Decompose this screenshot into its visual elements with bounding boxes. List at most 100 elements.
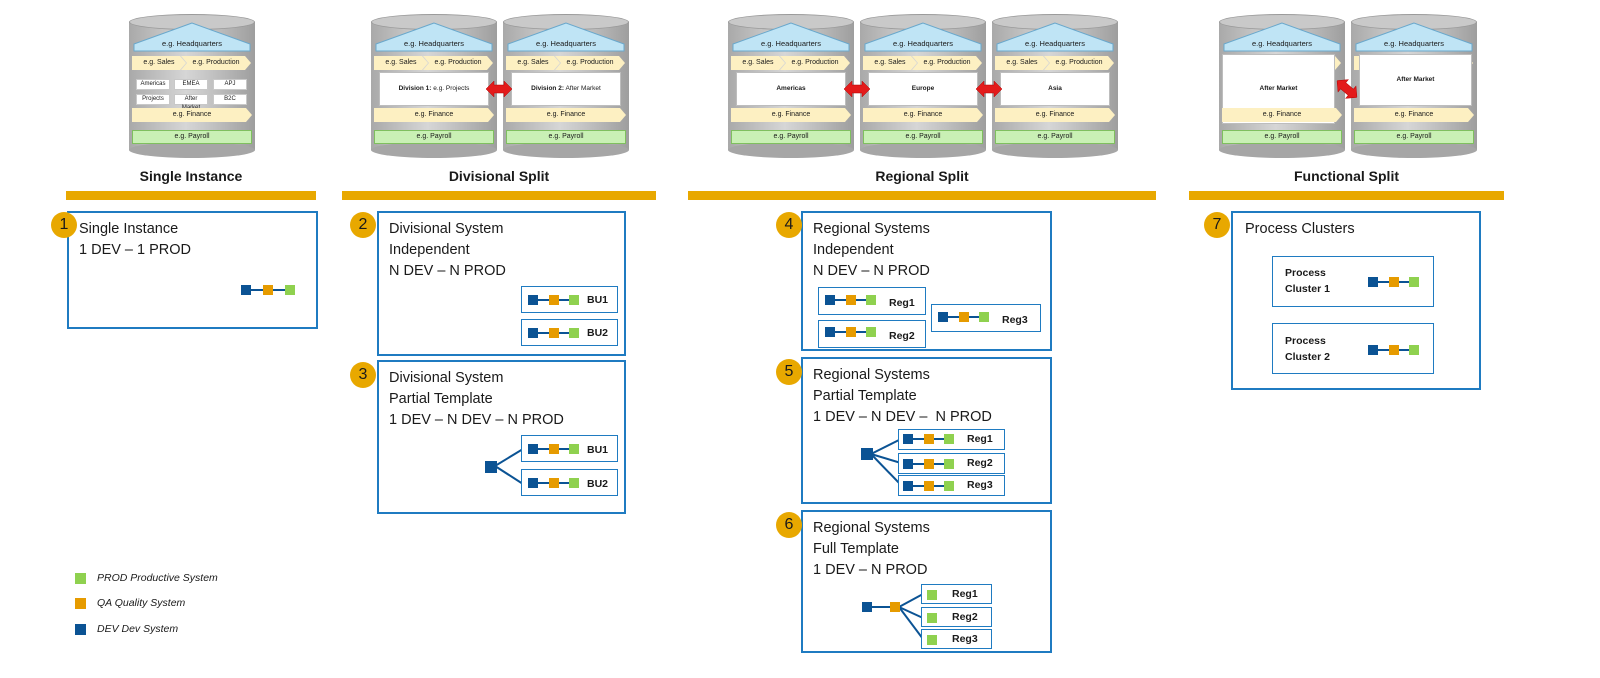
system-label: Reg2 [889,330,915,342]
template-branch-lines [494,448,524,485]
system-label: Reg1 [889,297,915,309]
template-dev-square [485,461,497,473]
system-label: BU1 [587,294,609,306]
option-title: Regional Systems Partial Template 1 DEV … [813,367,992,425]
double-arrow-icon [1336,79,1358,99]
finance-chevron: e.g. Finance [863,108,983,122]
dev-system-square [241,285,251,295]
sales-chevron: e.g. Sales [374,56,428,70]
system-label: Reg2 [967,457,993,469]
headquarters-roof: e.g. Headquarters [731,22,851,52]
badge-7: 7 [1204,212,1230,238]
cylinder-region-2: e.g. Headquarters e.g. Sales e.g. Produc… [860,14,986,158]
divider-bar-single [66,191,316,200]
header-regional-split: Regional Split [875,168,969,184]
payroll-bar: e.g. Payroll [731,130,851,144]
option-box-6: Regional Systems Full Template 1 DEV – N… [801,510,1052,653]
option-title: Divisional System Partial Template 1 DEV… [389,370,564,428]
system-bu2: BU2 [521,469,618,496]
system-bu2: BU2 [521,319,618,346]
headquarters-roof: e.g. Headquarters [995,22,1115,52]
legend-qa-label: QA Quality System [97,597,186,609]
double-arrow-icon [486,80,512,98]
system-reg1: Reg1 [898,429,1005,450]
payroll-bar: e.g. Payroll [995,130,1115,144]
system-label: Reg3 [1002,314,1028,326]
process-cluster-2: Process Cluster 2 [1272,323,1434,374]
transport-chain [241,285,295,295]
system-label: BU2 [587,327,609,339]
badge-2: 2 [350,212,376,238]
headquarters-label: e.g. Headquarters [161,39,223,48]
legend-dev-label: DEV Dev System [97,623,179,635]
sales-chevron: e.g. Sales [863,56,917,70]
finance-chevron: e.g. Finance [1354,108,1474,122]
header-divisional-split: Divisional Split [448,168,550,184]
system-bu1: BU1 [521,286,618,313]
template-dev-square [861,448,873,460]
payroll-bar: e.g. Payroll [1354,130,1474,144]
headquarters-label: e.g. Headquarters [1383,39,1445,48]
double-arrow-icon [844,80,870,98]
system-label: Reg1 [952,588,978,600]
option-title: Process Clusters [1245,221,1355,237]
cylinder-region-1: e.g. Headquarters e.g. Sales e.g. Produc… [728,14,854,158]
production-chevron: e.g. Production [555,56,625,70]
option-title: Regional Systems Independent N DEV – N P… [813,221,930,279]
cylinder-division-2: e.g. Headquarters e.g. Sales e.g. Produc… [503,14,629,158]
headquarters-roof: e.g. Headquarters [1354,22,1474,52]
option-box-1: Single Instance 1 DEV – 1 PROD [67,211,318,329]
system-reg2: Reg2 [898,453,1005,474]
production-chevron: e.g. Production [181,56,251,70]
option-box-3: Divisional System Partial Template 1 DEV… [377,360,626,514]
headquarters-roof: e.g. Headquarters [132,22,252,52]
system-label: Reg3 [967,479,993,491]
cylinder-functional-1: e.g. Headquarters e.g. Sales e.g. Produc… [1219,14,1345,158]
option-title: Divisional System Independent N DEV – N … [389,221,506,279]
payroll-bar: e.g. Payroll [863,130,983,144]
finance-chevron: e.g. Finance [1222,108,1342,122]
badge-1: 1 [51,212,77,238]
system-label: Reg3 [952,633,978,645]
legend-prod-square [75,573,86,584]
header-functional-split: Functional Split [1294,168,1399,184]
prod-system-square [285,285,295,295]
cylinder-functional-2: e.g. Headquarters e.g. Sales e.g. Produc… [1351,14,1477,158]
headquarters-roof: e.g. Headquarters [863,22,983,52]
header-single-instance: Single Instance [139,168,243,184]
headquarters-label: e.g. Headquarters [535,39,597,48]
division-box: Division 1: e.g. Projects [379,72,489,106]
sales-chevron: e.g. Sales [995,56,1049,70]
production-chevron: e.g. Production [912,56,982,70]
system-reg2: Reg2 [818,320,926,348]
divider-bar-regional [688,191,1156,200]
option-title: Single Instance 1 DEV – 1 PROD [79,221,192,258]
system-reg3: Reg3 [921,629,992,649]
option-box-5: Regional Systems Partial Template 1 DEV … [801,357,1052,504]
template-qa-square [890,602,900,612]
option-box-2: Divisional System Independent N DEV – N … [377,211,626,356]
region-box: Europe [868,72,978,106]
finance-chevron: e.g. Finance [374,108,494,122]
double-arrow-icon [976,80,1002,98]
finance-chevron: e.g. Finance [731,108,851,122]
headquarters-roof: e.g. Headquarters [374,22,494,52]
system-bu1: BU1 [521,435,618,462]
system-reg3: Reg3 [898,475,1005,496]
org-unit-cell: B2C [213,94,247,105]
sales-chevron: e.g. Sales [132,56,186,70]
option-box-4: Regional Systems Independent N DEV – N P… [801,211,1052,351]
production-chevron: e.g. Production [780,56,850,70]
badge-5: 5 [776,359,802,385]
org-unit-cell: Projects [136,94,170,105]
cluster-label: Process Cluster 2 [1285,335,1330,363]
payroll-bar: e.g. Payroll [132,130,252,144]
system-reg1: Reg1 [921,584,992,604]
sales-chevron: e.g. Sales [506,56,560,70]
system-label: Reg2 [952,611,978,623]
process-cluster-1: Process Cluster 1 [1272,256,1434,307]
headquarters-label: e.g. Headquarters [1024,39,1086,48]
system-reg3: Reg3 [931,304,1041,332]
template-branch-lines [870,438,902,486]
region-box: Asia [1000,72,1110,106]
